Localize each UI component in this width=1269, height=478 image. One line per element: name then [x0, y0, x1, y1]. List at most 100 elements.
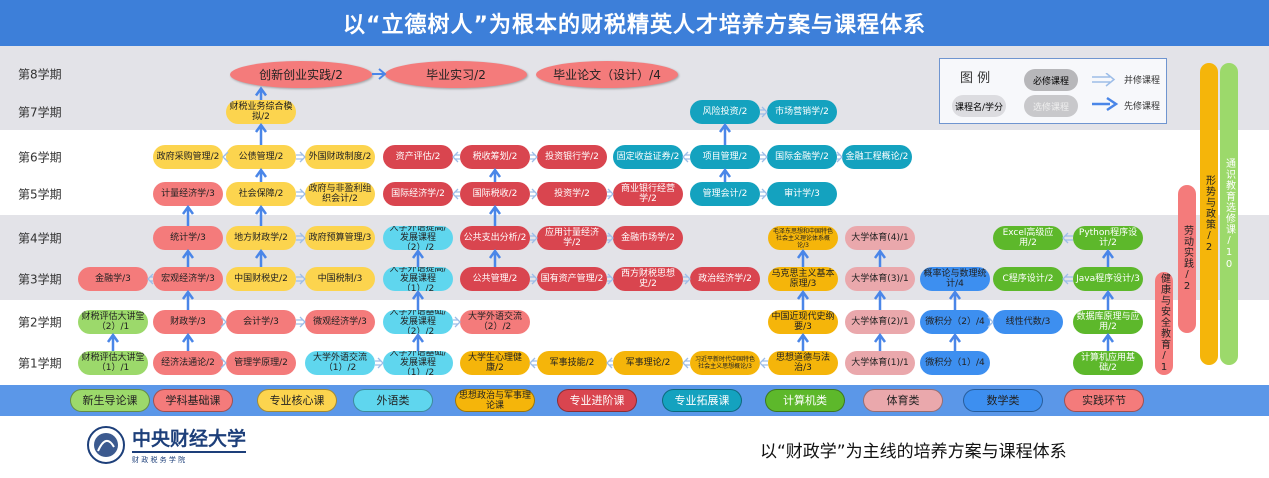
course-ext[interactable]: 风险投资/2	[690, 100, 760, 124]
legend-box: 图 例 课程名/学分 必修课程 选修课程 并修课程 先修课程	[939, 58, 1167, 124]
course-ext[interactable]: 市场营销学/2	[767, 100, 837, 124]
course-adv[interactable]: 公共管理/2	[460, 267, 530, 291]
course-basic[interactable]: 金融学/3	[78, 267, 148, 291]
course-pe[interactable]: 大学体育(3)/1	[845, 267, 915, 291]
course-ideo[interactable]: 毛泽东思想和中国特色社会主义理论体系概论/3	[768, 226, 838, 250]
course-ideo[interactable]: 军事理论/2	[613, 351, 683, 375]
course-pe[interactable]: 大学体育(4)/1	[845, 226, 915, 250]
course-core[interactable]: 财税业务综合模拟/2	[226, 100, 296, 124]
semester-label: 第3学期	[18, 272, 62, 287]
vertical-course-bar[interactable]: 劳动实践/2	[1178, 185, 1196, 333]
course-practice[interactable]: 毕业论文（设计）/4	[536, 61, 678, 88]
course-math[interactable]: 微积分（1）/4	[920, 351, 990, 375]
course-adv[interactable]: 应用计量经济学/2	[537, 226, 607, 250]
course-basic[interactable]: 计量经济学/3	[153, 182, 223, 206]
course-ext[interactable]: 国际金融学/2	[767, 145, 837, 169]
course-basic[interactable]: 经济法通论/2	[153, 351, 223, 375]
course-intro[interactable]: 财税评估大讲堂（1）/1	[78, 351, 148, 375]
semester-label: 第1学期	[18, 356, 62, 371]
course-ideo[interactable]: 习近平新时代中国特色社会主义思想概论/3	[690, 351, 760, 375]
course-ext[interactable]: 项目管理/2	[690, 145, 760, 169]
course-core[interactable]: 中国税制/3	[305, 267, 375, 291]
course-comp[interactable]: Excel高级应用/2	[993, 226, 1063, 250]
semester-label: 第8学期	[18, 67, 62, 82]
course-adv[interactable]: 政治经济学/2	[690, 267, 760, 291]
course-adv[interactable]: 投资学/2	[537, 182, 607, 206]
category-practice: 实践环节	[1064, 389, 1144, 412]
vertical-course-bar[interactable]: 形势与政策/2	[1200, 63, 1218, 365]
course-comp[interactable]: 数据库原理与应用/2	[1073, 310, 1143, 334]
course-ext[interactable]: 管理会计/2	[690, 182, 760, 206]
category-core: 专业核心课	[257, 389, 337, 412]
course-math[interactable]: 微积分（2）/4	[920, 310, 990, 334]
course-pe[interactable]: 大学体育(2)/1	[845, 310, 915, 334]
page-title: 以“立德树人”为根本的财税精英人才培养方案与课程体系	[0, 0, 1269, 46]
course-core[interactable]: 政府采购管理/2	[153, 145, 223, 169]
course-lang[interactable]: 大学外语基础/发展课程（1）/2	[383, 351, 453, 375]
course-adv[interactable]: 资产评估/2	[383, 145, 453, 169]
course-core[interactable]: 中国财税史/2	[226, 267, 296, 291]
course-lang[interactable]: 大学外语交流（1）/2	[305, 351, 375, 375]
category-ext: 专业拓展课	[662, 389, 742, 412]
course-adv[interactable]: 商业银行经营学/2	[613, 182, 683, 206]
category-intro: 新生导论课	[70, 389, 150, 412]
course-comp[interactable]: Java程序设计/3	[1073, 267, 1143, 291]
course-ext[interactable]: 审计学/3	[767, 182, 837, 206]
course-ideo[interactable]: 中国近现代史纲要/3	[768, 310, 838, 334]
subtitle: 以“财政学”为主线的培养方案与课程体系	[760, 442, 1067, 462]
legend-name-credit: 课程名/学分	[952, 95, 1006, 117]
course-ideo[interactable]: 大学生心理健康/2	[460, 351, 530, 375]
course-ext[interactable]: 金融工程概论/2	[842, 145, 912, 169]
course-adv[interactable]: 公共支出分析/2	[460, 226, 530, 250]
course-adv[interactable]: 金融市场学/2	[613, 226, 683, 250]
course-core[interactable]: 地方财政学/2	[226, 226, 296, 250]
course-math[interactable]: 概率论与数理统计/4	[920, 267, 990, 291]
category-basic: 学科基础课	[153, 389, 233, 412]
course-comp[interactable]: 计算机应用基础/2	[1073, 351, 1143, 375]
semester-label: 第4学期	[18, 231, 62, 246]
course-intro[interactable]: 财税评估大讲堂（2）/1	[78, 310, 148, 334]
course-practice[interactable]: 创新创业实践/2	[230, 61, 372, 88]
course-basic[interactable]: 微观经济学/3	[305, 310, 375, 334]
course-core[interactable]: 政府预算管理/3	[305, 226, 375, 250]
course-basic[interactable]: 统计学/3	[153, 226, 223, 250]
course-basic[interactable]: 会计学/3	[226, 310, 296, 334]
category-comp: 计算机类	[765, 389, 845, 412]
legend-required: 必修课程	[1024, 69, 1078, 91]
course-ext[interactable]: 固定收益证券/2	[613, 145, 683, 169]
course-adv[interactable]: 国有资产管理/2	[537, 267, 607, 291]
course-ideo[interactable]: 军事技能/2	[537, 351, 607, 375]
semester-label: 第7学期	[18, 105, 62, 120]
course-basic[interactable]: 大学外语交流（2）/2	[460, 310, 530, 334]
vertical-course-bar[interactable]: 通识教育选修课/10	[1220, 63, 1238, 365]
course-practice[interactable]: 毕业实习/2	[385, 61, 527, 88]
hollow-arrow-icon	[1092, 73, 1116, 87]
university-logo: 中央财经大学 财 政 税 务 学 院	[86, 424, 247, 465]
course-core[interactable]: 公债管理/2	[226, 145, 296, 169]
course-lang[interactable]: 大学外语提高/发展课程（1）/2	[383, 267, 453, 291]
course-core[interactable]: 社会保障/2	[226, 182, 296, 206]
course-ideo[interactable]: 思想道德与法治/3	[768, 351, 838, 375]
legend-title: 图 例	[960, 71, 991, 86]
course-pe[interactable]: 大学体育(1)/1	[845, 351, 915, 375]
course-basic[interactable]: 宏观经济学/3	[153, 267, 223, 291]
course-adv[interactable]: 投资银行学/2	[537, 145, 607, 169]
course-core[interactable]: 外国财政制度/2	[305, 145, 375, 169]
course-comp[interactable]: C程序设计/2	[993, 267, 1063, 291]
course-ideo[interactable]: 马克思主义基本原理/3	[768, 267, 838, 291]
course-adv[interactable]: 税收筹划/2	[460, 145, 530, 169]
category-adv: 专业进阶课	[557, 389, 637, 412]
course-adv[interactable]: 西方财税思想史/2	[613, 267, 683, 291]
course-basic[interactable]: 管理学原理/2	[226, 351, 296, 375]
course-lang[interactable]: 大学外语提高/发展课程（2）/2	[383, 226, 453, 250]
course-adv[interactable]: 国际经济学/2	[383, 182, 453, 206]
course-math[interactable]: 线性代数/3	[993, 310, 1063, 334]
category-pe: 体育类	[863, 389, 943, 412]
course-core[interactable]: 政府与非盈利组织会计/2	[305, 182, 375, 206]
vertical-course-bar[interactable]: 健康与安全教育/1	[1155, 272, 1173, 375]
course-adv[interactable]: 国际税收/2	[460, 182, 530, 206]
course-comp[interactable]: Python程序设计/2	[1073, 226, 1143, 250]
course-lang[interactable]: 大学外语基础/发展课程（2）/2	[383, 310, 453, 334]
legend-arrow-icons	[1092, 73, 1119, 112]
course-basic[interactable]: 财政学/3	[153, 310, 223, 334]
